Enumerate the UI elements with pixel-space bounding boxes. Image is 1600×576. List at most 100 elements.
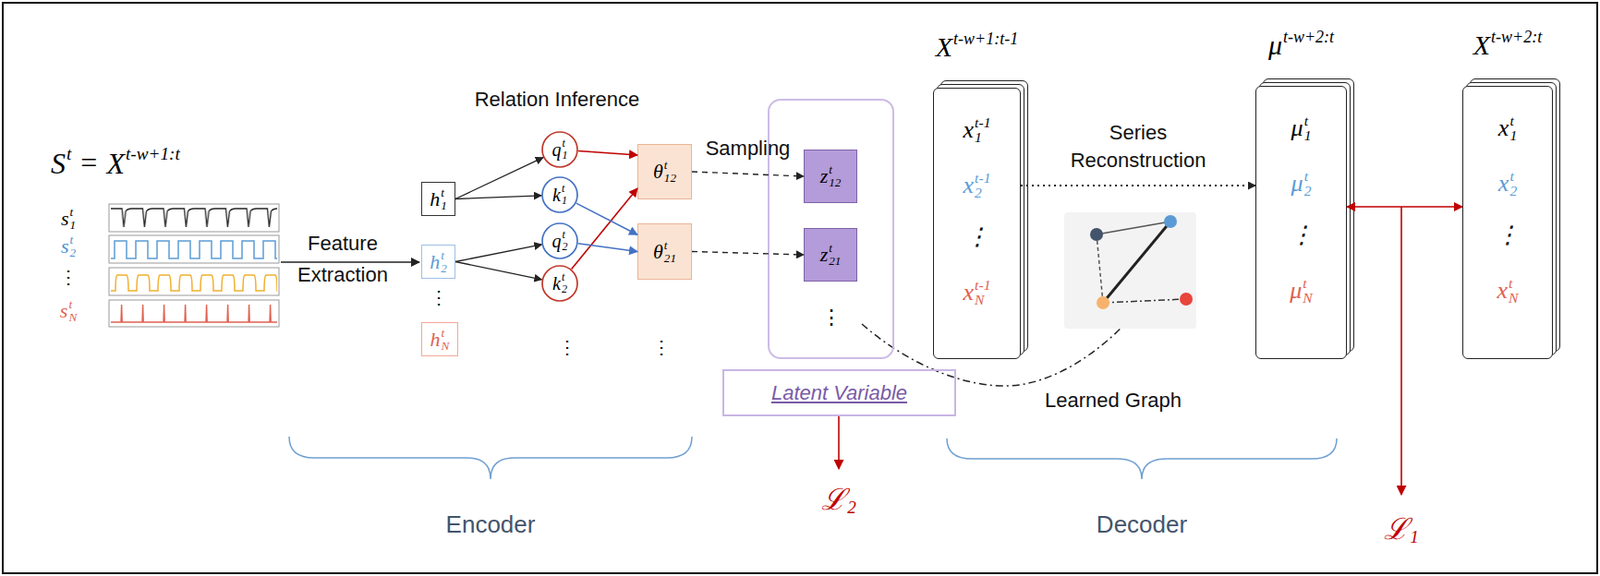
math-term: zt21 [820, 242, 842, 268]
symbol: θ [653, 242, 664, 263]
query-circle: qt1 [541, 131, 579, 169]
input-stack: Xt-w+1:t-1xt-11xt-12⋮xt-1N [933, 87, 1021, 360]
superscript: t [440, 249, 448, 263]
stack-heading: Xt-w+1:t-1 [877, 26, 1077, 68]
stack-row: xt-1N [933, 274, 1021, 312]
waveform [110, 236, 278, 263]
symbol: μ [1289, 278, 1302, 304]
module-label-text: Encoder [446, 510, 536, 540]
step-label: Feature Extraction [290, 228, 397, 291]
subscript: 2 [440, 262, 448, 276]
subscript: 2 [69, 246, 76, 260]
symbol: S [50, 148, 66, 179]
connector [571, 188, 638, 270]
math-term: qt1 [552, 137, 569, 161]
script: t2 [1304, 169, 1312, 200]
subscript: 1 [69, 218, 76, 232]
series-label: stN [60, 298, 77, 325]
script: t21 [664, 239, 677, 266]
graph-vertex [1090, 228, 1104, 242]
subscript: 2 [974, 185, 991, 201]
symbol: s [60, 301, 69, 322]
key-circle: kt2 [541, 265, 579, 303]
superscript: t [66, 145, 72, 164]
math-term: ⋮ [1289, 223, 1314, 248]
math-term: ⋮ [1495, 223, 1520, 248]
math-term: θt21 [653, 239, 677, 266]
symbol: h [430, 329, 441, 351]
spacer [1409, 510, 1419, 529]
superscript: t [562, 229, 569, 242]
feature-box: htN [421, 322, 459, 357]
symbol: x [1497, 278, 1509, 304]
script: tN [441, 327, 450, 353]
superscript: t-w+1:t [125, 145, 181, 164]
subscript: N [974, 292, 991, 308]
superscript: t [664, 158, 677, 172]
circle-shape [542, 132, 578, 168]
series-panel [109, 235, 279, 264]
math-term: kt1 [552, 182, 568, 207]
ellipsis: ⋮ [769, 305, 893, 330]
symbol: h [429, 189, 440, 210]
connector [691, 171, 804, 177]
ellipsis-text: ⋮ [429, 286, 449, 309]
subscript: 12 [664, 171, 677, 185]
script: tN [1508, 276, 1518, 307]
step-label-text: Feature Extraction [290, 228, 397, 291]
spacer [1490, 45, 1542, 62]
symbol: h [429, 252, 440, 273]
math-term: stN [60, 298, 77, 325]
script: t1 [440, 186, 448, 213]
ellipsis: ⋮ [429, 286, 449, 309]
superscript: t [1304, 113, 1312, 129]
window-formula-text: = [80, 146, 97, 182]
superscript: t [561, 182, 568, 195]
edge-label: Series Reconstruction [1059, 119, 1217, 174]
connector [455, 157, 544, 200]
stack-heading: μt-w+2:t [1200, 24, 1403, 66]
symbol: x [1498, 116, 1510, 141]
subscript: 1 [1304, 128, 1312, 144]
graph-label: Learned Graph [1044, 388, 1182, 413]
loss-arrow [1400, 206, 1403, 496]
loss-label: ℒ2 [821, 481, 857, 518]
math-term: st1 [60, 206, 76, 232]
connector [1020, 184, 1256, 187]
symbol: x [963, 118, 975, 143]
connector [578, 150, 638, 156]
script: t2 [440, 249, 448, 276]
connector [455, 244, 542, 263]
stack-row: xt-12 [933, 167, 1021, 205]
superscript: t [562, 137, 569, 150]
symbol: x [1498, 171, 1510, 196]
math-term: xt1 [1498, 113, 1517, 145]
superscript: t [69, 206, 76, 219]
superscript: t-1 [974, 115, 991, 131]
math-term: μtN [1289, 276, 1312, 307]
spacer [1283, 45, 1334, 62]
superscript: t [68, 298, 77, 312]
connector [576, 203, 638, 235]
feature-arrow [280, 261, 420, 264]
module-label: Decoder [1096, 510, 1188, 540]
math-term: xt2 [1498, 169, 1517, 200]
subscript: 1 [561, 194, 568, 207]
subscript: N [1302, 290, 1312, 306]
script: t1 [1304, 113, 1312, 145]
symbol: μ [1291, 171, 1304, 196]
superscript: t [69, 233, 76, 247]
symbol: x [963, 280, 975, 305]
script: tN [68, 298, 77, 325]
symbol: s [60, 208, 70, 230]
script: t2 [562, 229, 569, 253]
series-panel [109, 267, 279, 296]
edge-label: Sampling [692, 134, 804, 163]
script: t-12 [974, 170, 991, 202]
graph-link [1096, 221, 1171, 235]
series-panel [109, 300, 279, 328]
superscript: t [441, 327, 450, 340]
superscript: t-1 [974, 278, 991, 293]
